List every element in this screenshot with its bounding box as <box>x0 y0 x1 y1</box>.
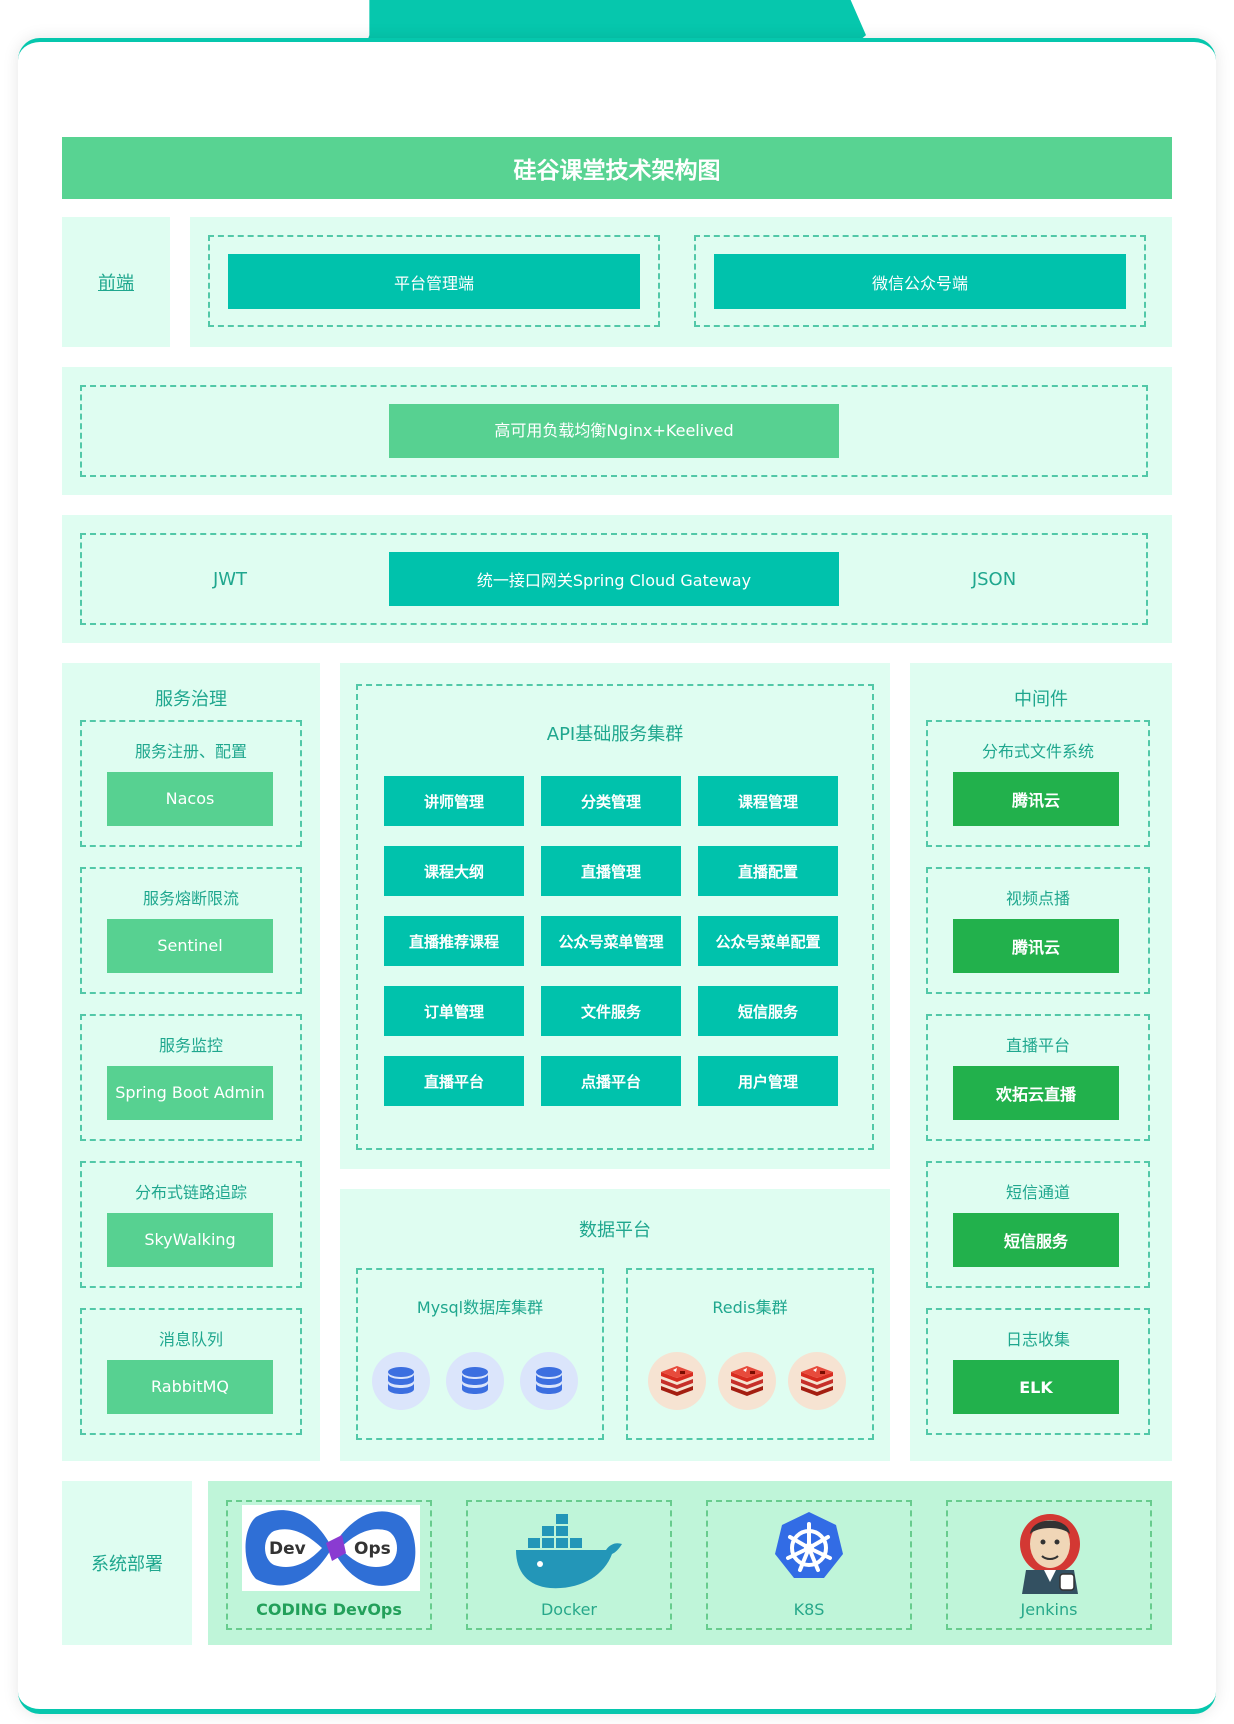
governance-tech-box: SkyWalking <box>107 1213 273 1267</box>
middleware-group-label: 直播平台 <box>1005 1036 1070 1055</box>
deployment-label-panel: 系统部署 <box>62 1481 192 1645</box>
jenkins-logo-icon <box>1010 1508 1088 1596</box>
deploy-docker-label: Docker <box>540 1600 598 1619</box>
api-service-box: 公众号菜单配置 <box>698 916 838 966</box>
middleware-group <box>926 1014 1150 1141</box>
middleware-tech-box: 短信服务 <box>953 1213 1119 1267</box>
api-service-box: 点播平台 <box>541 1056 681 1106</box>
docker-logo-icon <box>510 1510 628 1594</box>
governance-tech-box: Nacos <box>107 772 273 826</box>
governance-group-label: 服务熔断限流 <box>142 889 239 908</box>
api-service-box: 分类管理 <box>541 776 681 826</box>
api-service-box: 直播推荐课程 <box>384 916 524 966</box>
governance-tech-box: RabbitMQ <box>107 1360 273 1414</box>
redis-icon <box>788 1352 846 1410</box>
middleware-group <box>926 867 1150 994</box>
api-service-box: 短信服务 <box>698 986 838 1036</box>
load-balancer-group <box>80 385 1148 477</box>
middleware-tech-box: ELK <box>953 1360 1119 1414</box>
kubernetes-logo-icon <box>772 1510 846 1584</box>
frontend-admin: 平台管理端 <box>228 254 640 309</box>
api-cluster-group <box>356 684 874 1150</box>
mysql-cluster-label: Mysql数据库集群 <box>416 1298 544 1317</box>
frontend-group-wechat <box>694 235 1146 327</box>
redis-cluster-group <box>626 1268 874 1440</box>
governance-group-label: 消息队列 <box>158 1330 223 1349</box>
frontend-label: 前端 <box>98 273 134 294</box>
governance-tech-box: Sentinel <box>107 919 273 973</box>
governance-group-label: 服务注册、配置 <box>134 742 247 761</box>
deploy-k8s-group <box>706 1500 912 1630</box>
middleware-group-label: 短信通道 <box>1005 1183 1070 1202</box>
middleware-group-label: 日志收集 <box>1005 1330 1070 1349</box>
deploy-jenkins-group <box>946 1500 1152 1630</box>
load-balancer-box: 高可用负载均衡Nginx+Keelived <box>389 404 839 458</box>
api-service-box: 用户管理 <box>698 1056 838 1106</box>
redis-icon <box>648 1352 706 1410</box>
api-service-box: 课程管理 <box>698 776 838 826</box>
middleware-group <box>926 1161 1150 1288</box>
deployment-label: 系统部署 <box>91 1554 163 1575</box>
middleware-tech-box: 腾讯云 <box>953 919 1119 973</box>
api-service-box: 讲师管理 <box>384 776 524 826</box>
data-platform-panel <box>340 1189 890 1461</box>
gateway-jwt: JWT <box>212 568 248 590</box>
governance-group-label: 分布式链路追踪 <box>134 1183 247 1202</box>
governance-title: 服务治理 <box>155 689 227 710</box>
middleware-title: 中间件 <box>1014 689 1068 710</box>
governance-tech-box: Spring Boot Admin <box>107 1066 273 1120</box>
middleware-group-label: 视频点播 <box>1005 889 1070 908</box>
frontend-wechat: 微信公众号端 <box>714 254 1126 309</box>
middleware-group <box>926 720 1150 847</box>
api-cluster-title: API基础服务集群 <box>546 724 684 745</box>
diagram-title: 硅谷课堂技术架构图 <box>62 137 1172 199</box>
api-service-box: 直播平台 <box>384 1056 524 1106</box>
database-icon <box>372 1352 430 1410</box>
governance-group <box>80 867 302 994</box>
gateway-json: JSON <box>971 568 1017 590</box>
gateway-box: 统一接口网关Spring Cloud Gateway <box>389 552 839 606</box>
frontend-group-admin <box>208 235 660 327</box>
governance-group <box>80 1161 302 1288</box>
governance-group <box>80 1014 302 1141</box>
devops-logo-icon: Dev Ops <box>242 1505 420 1591</box>
deploy-devops-label: CODING DevOps <box>256 1600 402 1619</box>
gateway-group <box>80 533 1148 625</box>
deploy-docker-group <box>466 1500 672 1630</box>
svg-text:Ops: Ops <box>354 1539 391 1559</box>
redis-cluster-label: Redis集群 <box>712 1298 788 1317</box>
governance-group <box>80 1308 302 1435</box>
deploy-devops-group <box>226 1500 432 1630</box>
api-service-box: 直播管理 <box>541 846 681 896</box>
api-service-box: 公众号菜单管理 <box>541 916 681 966</box>
governance-group-label: 服务监控 <box>158 1036 223 1055</box>
database-icon <box>520 1352 578 1410</box>
database-icon <box>446 1352 504 1410</box>
data-platform-title: 数据平台 <box>579 1220 651 1241</box>
middleware-tech-box: 欢拓云直播 <box>953 1066 1119 1120</box>
api-service-box: 直播配置 <box>698 846 838 896</box>
middleware-group <box>926 1308 1150 1435</box>
api-service-box: 订单管理 <box>384 986 524 1036</box>
api-service-box: 课程大纲 <box>384 846 524 896</box>
frontend-label-panel: 前端 <box>62 217 170 347</box>
middleware-group-label: 分布式文件系统 <box>981 742 1094 761</box>
api-service-box: 文件服务 <box>541 986 681 1036</box>
deploy-jenkins-label: Jenkins <box>1020 1600 1078 1619</box>
governance-group <box>80 720 302 847</box>
redis-icon <box>718 1352 776 1410</box>
mysql-cluster-group <box>356 1268 604 1440</box>
deploy-k8s-label: K8S <box>793 1600 825 1619</box>
svg-text:Dev: Dev <box>269 1539 306 1559</box>
middleware-tech-box: 腾讯云 <box>953 772 1119 826</box>
